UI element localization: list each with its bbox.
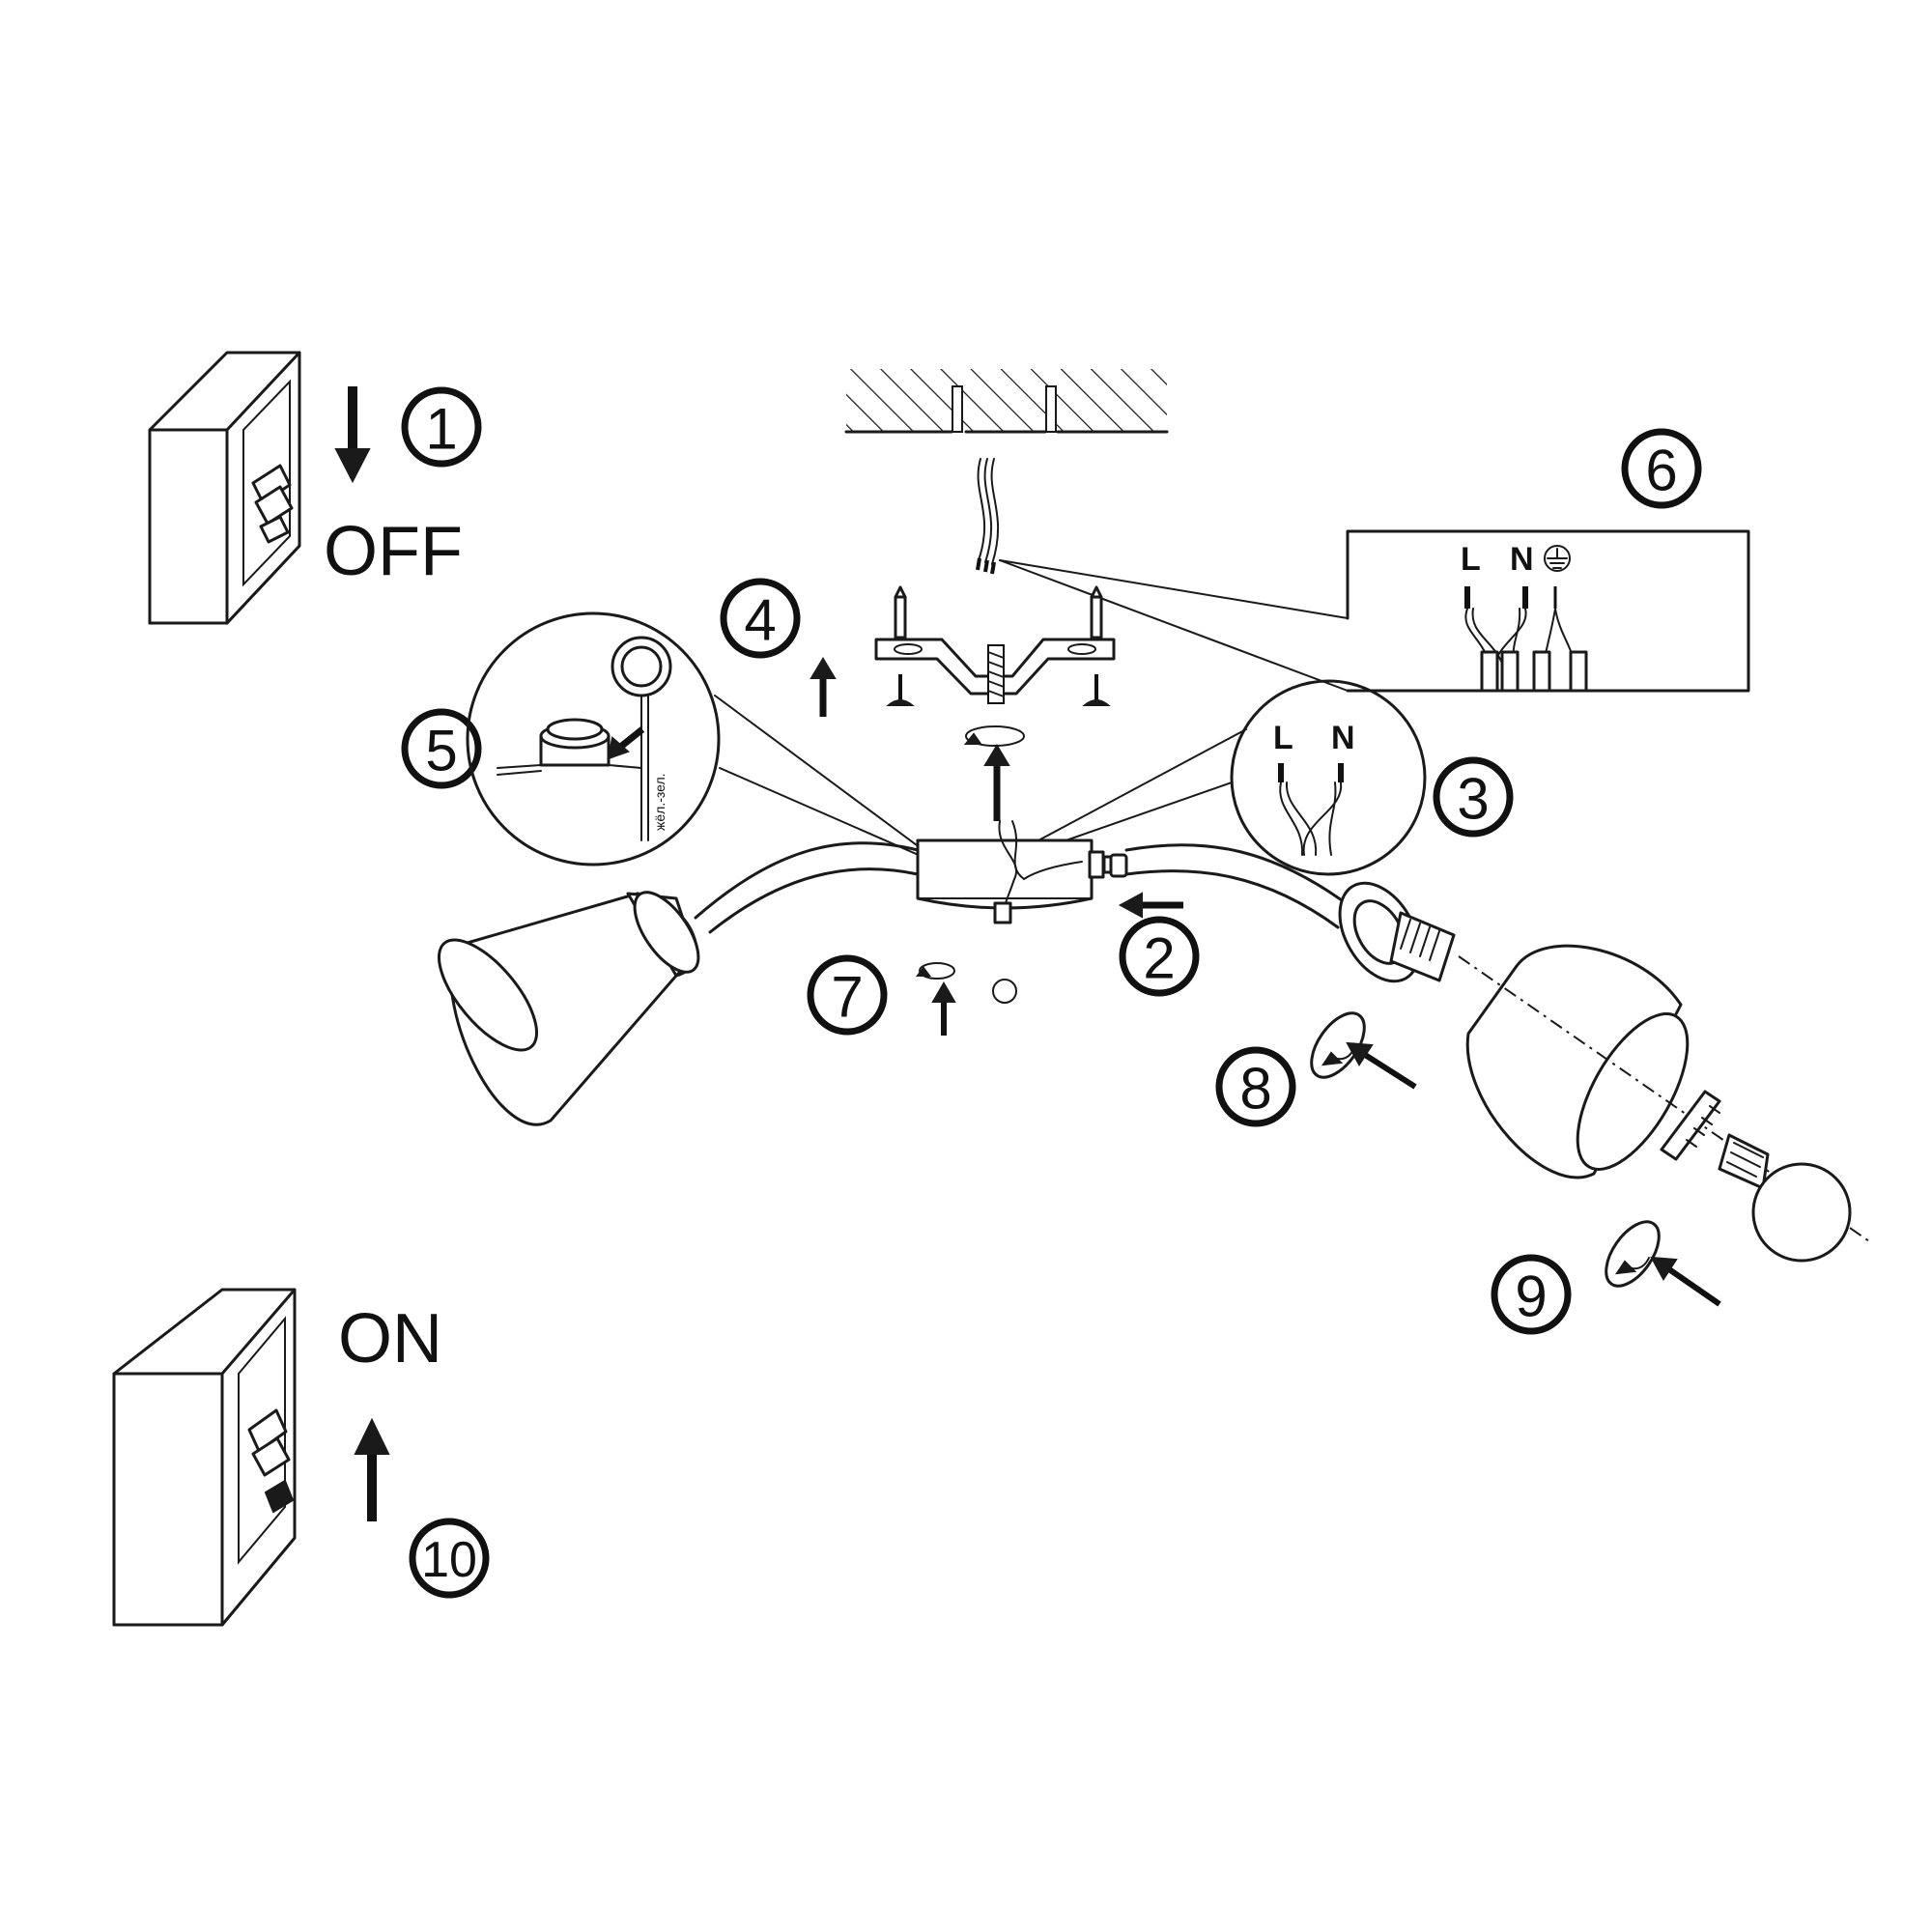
light-bulb <box>1718 1133 1852 1263</box>
arrow-up-icon <box>354 1417 390 1521</box>
live-terminal-label: L <box>1461 541 1481 578</box>
decorative-cap <box>992 979 1017 1004</box>
step-9-number: 9 <box>1515 1264 1547 1329</box>
step-1-badge: 1 <box>401 386 482 468</box>
arrow-up-icon <box>931 981 956 1036</box>
lamp-shade-right <box>1465 944 1690 1179</box>
step-4-number: 4 <box>744 588 776 653</box>
shade-ring <box>1660 1090 1721 1161</box>
step-7-number: 7 <box>831 965 863 1030</box>
step-8-badge: 8 <box>1215 1046 1296 1127</box>
arrow-left-icon <box>1118 892 1183 919</box>
arrow-down-icon <box>334 386 371 484</box>
arrow-up-icon <box>983 744 1010 821</box>
fixture-canopy <box>916 820 1128 924</box>
step-2-number: 2 <box>1143 926 1175 991</box>
ceiling-wires <box>976 458 1349 692</box>
earth-wire-label: жёл.-зел. <box>652 773 668 831</box>
switch-on <box>112 1288 297 1627</box>
rotate-icon <box>963 725 1025 747</box>
step-8-number: 8 <box>1239 1057 1271 1122</box>
arrow-up-icon <box>810 657 837 717</box>
step-5-number: 5 <box>425 719 457 783</box>
ceiling <box>844 369 1169 434</box>
step-3-badge: 3 <box>1433 756 1514 838</box>
arrow-icon <box>1346 1041 1417 1090</box>
lamp-wiring-detail: L N <box>1037 679 1427 876</box>
step-4-badge: 4 <box>720 578 801 659</box>
neutral-terminal-label: N <box>1510 541 1534 578</box>
arrow-icon <box>1650 1256 1721 1307</box>
lamp-shade-left <box>437 891 700 1126</box>
step-6-number: 6 <box>1645 439 1677 503</box>
step-5-badge: 5 <box>401 708 482 789</box>
switch-off-label: OFF <box>324 513 463 590</box>
arrow-icon <box>607 726 645 760</box>
step-1-number: 1 <box>425 397 457 462</box>
step-3-number: 3 <box>1457 767 1489 832</box>
step-9-badge: 9 <box>1491 1254 1572 1335</box>
fixture-arm-left <box>694 841 920 934</box>
fixture-arm-right <box>1124 843 1354 929</box>
switch-on-label: ON <box>338 1300 442 1378</box>
earth-connection-detail: жёл.-зел. <box>466 611 996 904</box>
mains-wiring-panel: L N <box>1346 529 1750 693</box>
step-6-badge: 6 <box>1621 428 1702 509</box>
rotate-icon <box>916 962 955 980</box>
shade-ring-9 <box>1605 1220 1661 1288</box>
lamp-socket-right <box>1338 881 1456 983</box>
step-10-badge: 10 <box>409 1518 490 1599</box>
neutral-terminal-label: N <box>1331 720 1355 756</box>
earth-symbol-icon <box>1544 545 1571 572</box>
live-terminal-label: L <box>1273 720 1293 756</box>
switch-off <box>148 351 301 625</box>
mounting-bracket <box>874 585 1116 706</box>
step-7-badge: 7 <box>807 954 888 1036</box>
step-2-badge: 2 <box>1119 916 1200 997</box>
step-10-number: 10 <box>421 1532 477 1588</box>
